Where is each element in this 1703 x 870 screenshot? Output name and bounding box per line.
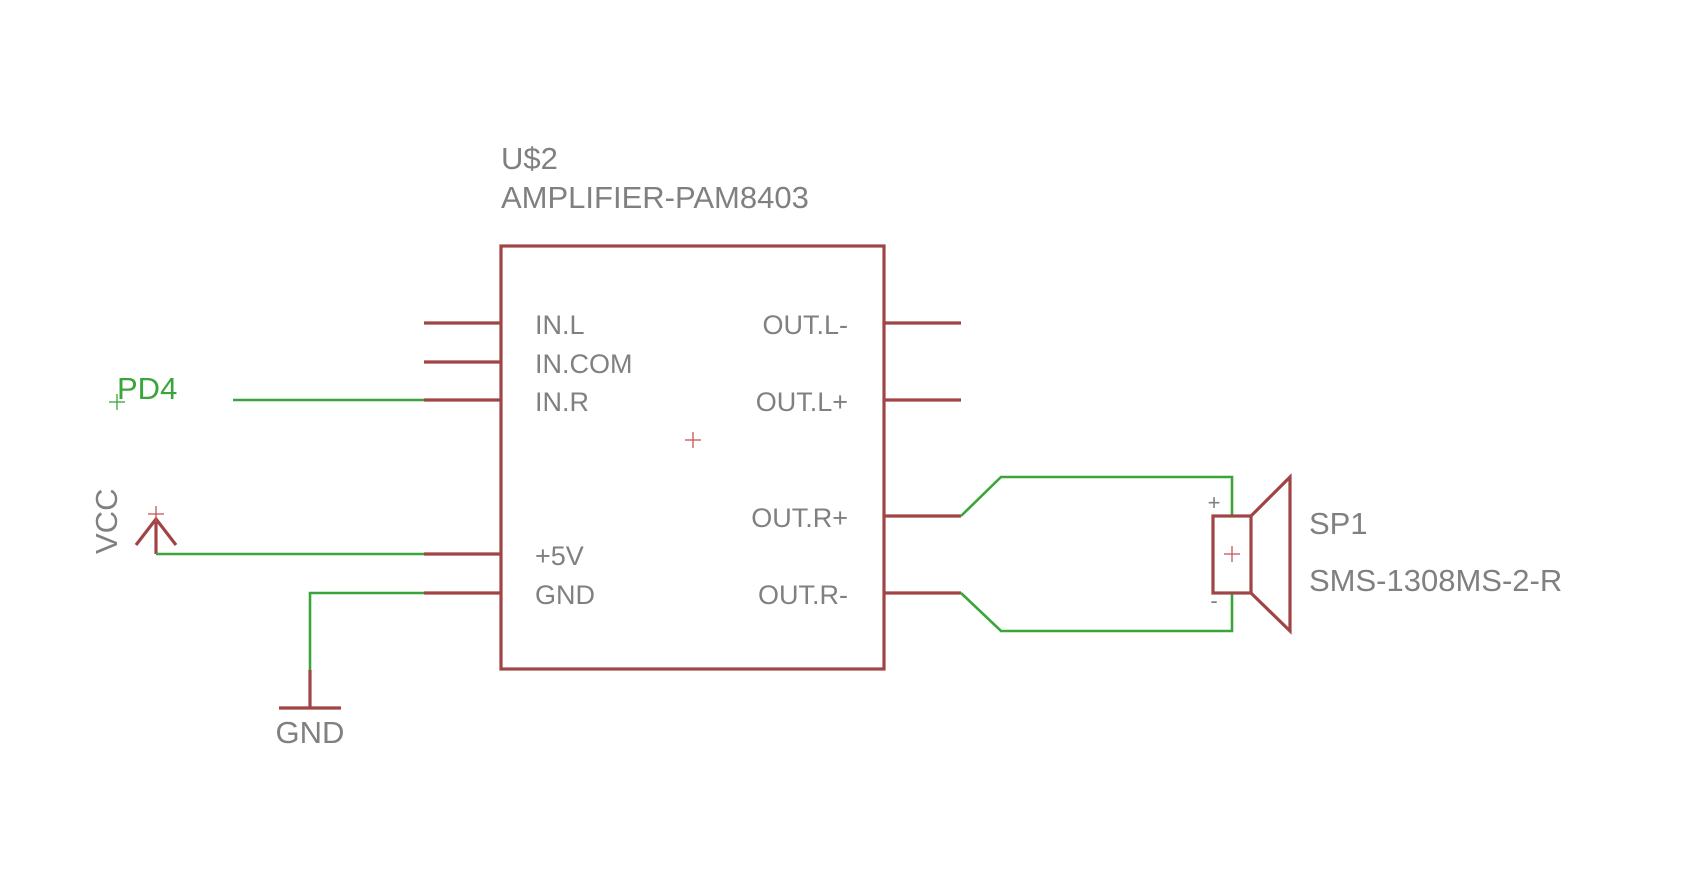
- pin-label-out-l-plus: OUT.L+: [756, 387, 848, 417]
- ground-label: GND: [276, 715, 345, 750]
- pin-label-in-com: IN.COM: [535, 349, 633, 379]
- speaker-designator: SP1: [1309, 506, 1368, 541]
- pin-label-out-r-plus: OUT.R+: [751, 503, 848, 533]
- vcc-label: VCC: [89, 489, 124, 554]
- amplifier-designator: U$2: [501, 141, 558, 176]
- wire-out-r-plus: [960, 475, 1234, 517]
- ground-supply[interactable]: GND: [276, 591, 424, 750]
- speaker-value: SMS-1308MS-2-R: [1309, 563, 1562, 598]
- amplifier-value: AMPLIFIER-PAM8403: [501, 180, 809, 215]
- pin-label-in-l: IN.L: [535, 310, 585, 340]
- net-label-pd4: PD4: [117, 371, 177, 406]
- wire-gnd: [308, 591, 424, 670]
- speaker-minus-mark: -: [1210, 588, 1217, 613]
- speaker-cone: [1249, 473, 1292, 635]
- pin-label-5v: +5V: [535, 541, 584, 571]
- speaker-coil: [1211, 514, 1253, 595]
- amplifier-body: [499, 244, 886, 671]
- speaker-plus-mark: +: [1208, 490, 1221, 515]
- pin-label-in-r: IN.R: [535, 387, 589, 417]
- wire-out-r-minus: [960, 592, 1234, 633]
- pin-label-out-r-minus: OUT.R-: [758, 580, 848, 610]
- speaker-origin-cross: [1224, 546, 1240, 562]
- pin-label-out-l-minus: OUT.L-: [762, 310, 848, 340]
- vcc-supply[interactable]: VCC: [89, 489, 424, 556]
- speaker-symbol[interactable]: + - SP1 SMS-1308MS-2-R: [1208, 473, 1563, 635]
- net-pd4[interactable]: PD4: [109, 371, 424, 410]
- vcc-origin-cross: [148, 506, 164, 522]
- amplifier-symbol[interactable]: U$2 AMPLIFIER-PAM8403 IN.L IN.COM IN.R +…: [424, 141, 961, 671]
- amplifier-origin-cross: [685, 432, 701, 448]
- net-label-origin-cross: [109, 394, 125, 410]
- pin-label-gnd: GND: [535, 580, 595, 610]
